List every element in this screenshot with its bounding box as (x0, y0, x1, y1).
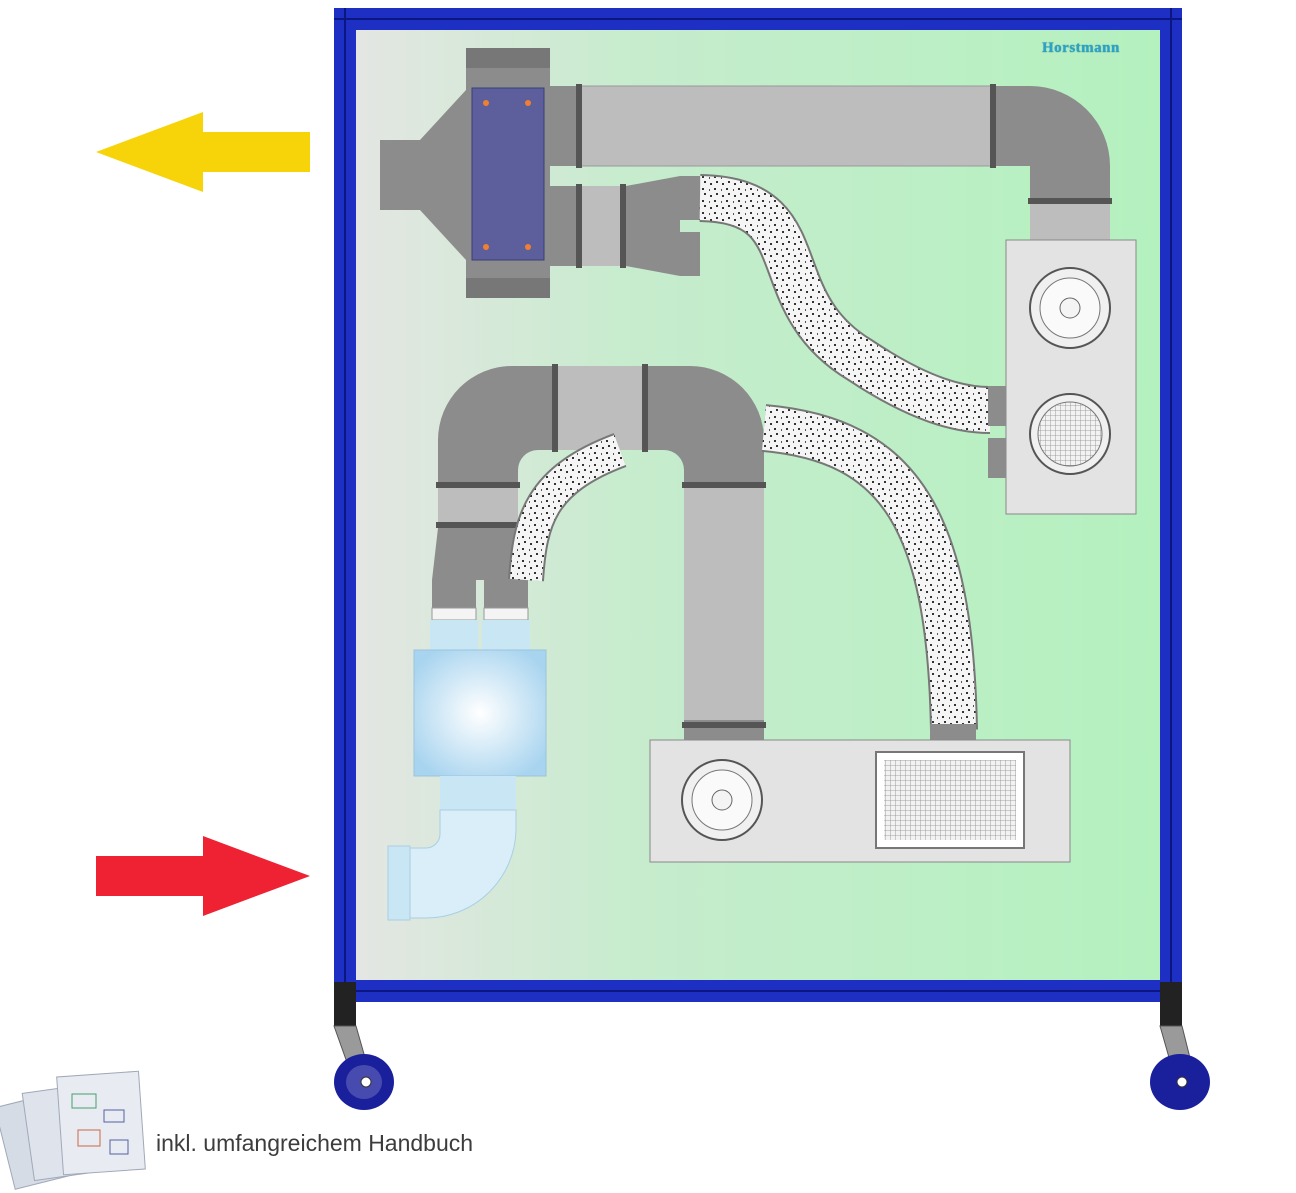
left-caster (333, 982, 394, 1110)
top-duct (579, 85, 993, 167)
floor-diffuser-box (649, 739, 1071, 863)
right-caster (1150, 982, 1210, 1110)
vertical-duct (684, 488, 764, 720)
brand-logo: Horstmann (1042, 40, 1120, 56)
arrow-left-icon (96, 112, 310, 192)
blue-frame (334, 8, 1182, 1002)
manual-booklets-icon (0, 1070, 146, 1190)
manual-caption: inkl. umfangreichem Handbuch (156, 1130, 474, 1156)
arrow-right-icon (96, 836, 310, 916)
filter-box (387, 649, 547, 921)
heat-recovery-unit (380, 48, 700, 298)
ceiling-diffuser-box (988, 239, 1137, 515)
